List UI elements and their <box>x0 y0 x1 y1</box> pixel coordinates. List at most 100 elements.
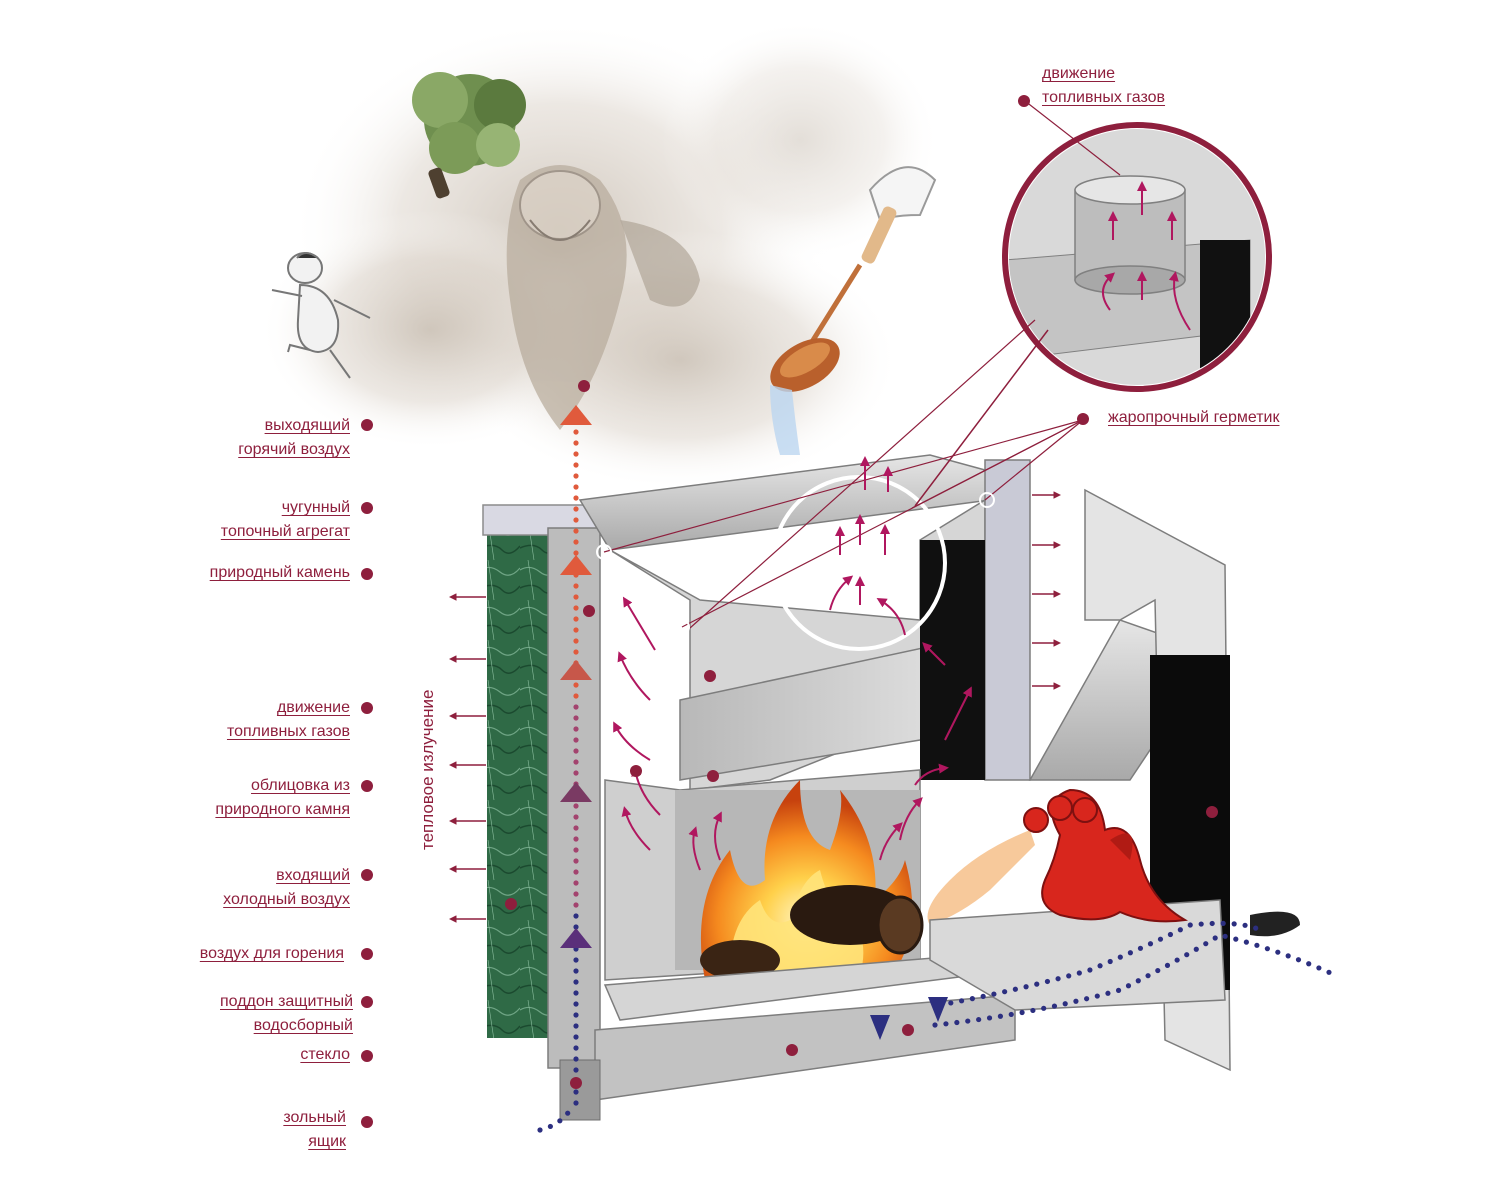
airflow-dot <box>1222 933 1228 939</box>
label-dot <box>361 869 373 881</box>
airflow-dot <box>1220 920 1226 926</box>
door-handle <box>1250 911 1300 937</box>
label-glass: стекло <box>300 1046 350 1063</box>
label-dot <box>361 702 373 714</box>
airflow-dot <box>573 550 579 556</box>
airflow-dot <box>573 880 579 886</box>
airflow-dot <box>1193 946 1199 952</box>
airflow-dot <box>573 1045 579 1051</box>
airflow-dot <box>1275 949 1281 955</box>
airflow-dot <box>573 814 579 820</box>
airflow-dot <box>1030 1007 1036 1014</box>
airflow-dot <box>1167 931 1174 938</box>
airflow-dot <box>1242 922 1248 928</box>
airflow-dot <box>573 836 579 842</box>
airflow-dot <box>1117 954 1123 960</box>
airflow-dot <box>1254 942 1260 948</box>
airflow-dot <box>573 803 579 809</box>
airflow-dot <box>573 748 579 754</box>
steam-spirit-icon <box>506 165 700 430</box>
airflow-dot <box>573 473 579 479</box>
airflow-dot <box>1008 1011 1014 1018</box>
stone-cladding <box>487 528 549 1038</box>
hot-air-arrow-3 <box>560 660 592 680</box>
airflow-dot <box>573 1100 579 1106</box>
airflow-dot <box>943 1021 949 1027</box>
label-combustion-air: воздух для горения <box>199 945 344 962</box>
sealant-leaders <box>596 419 1084 635</box>
airflow-dot <box>573 506 579 512</box>
airflow-dot <box>1051 1003 1058 1009</box>
airflow-dot <box>537 1127 543 1133</box>
label-dot <box>361 780 373 792</box>
airflow-dot <box>1097 963 1103 969</box>
airflow-dot <box>1115 987 1122 993</box>
combustion-air-arrow-1 <box>870 1015 890 1040</box>
stove-back-panel <box>984 459 1031 781</box>
cold-air-arrow-2 <box>560 928 592 948</box>
combustion-air-arrow-2 <box>928 997 948 1022</box>
label-dot <box>361 996 373 1008</box>
airflow-dot <box>1034 981 1040 987</box>
airflow-dot <box>573 594 579 600</box>
label-natural-stone: природный камень <box>209 564 350 581</box>
airflow-dot <box>1187 922 1193 928</box>
label-dot <box>1018 95 1030 107</box>
airflow-dot <box>573 1056 579 1062</box>
airflow-dot <box>1174 957 1180 963</box>
airflow-dot <box>980 993 986 999</box>
airflow-dot <box>1326 969 1332 975</box>
airflow-dot <box>573 528 579 534</box>
label-dot <box>1077 413 1089 425</box>
airflow-dot <box>1212 935 1218 941</box>
airflow-dot <box>1044 978 1051 985</box>
airflow-dot <box>1076 970 1082 976</box>
airflow-dot <box>1155 967 1161 974</box>
label-dot <box>361 1050 373 1062</box>
airflow-dot <box>573 1023 579 1029</box>
label-dot <box>361 502 373 514</box>
label-dot <box>361 948 373 960</box>
airflow-dot <box>1055 976 1061 982</box>
airflow-dot <box>1295 957 1302 963</box>
airflow-dot <box>965 1018 971 1024</box>
airflow-dot <box>1062 1001 1068 1007</box>
airflow-dot <box>958 998 965 1004</box>
airflow-dot <box>573 682 579 688</box>
airflow-dot <box>573 957 579 963</box>
airflow-dot <box>573 990 579 996</box>
airflow-dot <box>573 825 579 831</box>
airflow-dot <box>1105 990 1111 996</box>
airflow-dot <box>1233 936 1239 942</box>
door-lower-box <box>929 899 1226 1011</box>
airflow-dot <box>1094 993 1100 999</box>
airflow-dot <box>573 770 579 776</box>
airflow-dot <box>573 968 579 974</box>
airflow-dot <box>1285 953 1291 959</box>
airflow-dot <box>573 649 579 655</box>
airflow-dot <box>573 440 579 446</box>
airflow-dot <box>573 869 579 875</box>
airflow-dot <box>573 759 579 765</box>
airflow-dot <box>573 726 579 732</box>
airflow-dot <box>573 429 579 435</box>
label-dot <box>361 419 373 431</box>
dragon-icon <box>1023 788 1189 923</box>
airflow-dot <box>1137 945 1144 951</box>
label-thermal-radiation: тепловое излучение <box>418 689 437 851</box>
ash-box <box>559 1059 601 1121</box>
airflow-dot <box>573 913 579 919</box>
airflow-dot <box>573 1067 579 1073</box>
dragon-fire-breath <box>927 830 1035 925</box>
airflow-dot <box>1203 941 1209 947</box>
airflow-dot <box>969 996 975 1002</box>
inset-leader-line <box>914 329 1049 507</box>
airflow-dot <box>573 924 579 930</box>
airflow-dot <box>1209 920 1215 927</box>
airflow-dot <box>1087 967 1093 973</box>
airflow-dot <box>573 462 579 468</box>
